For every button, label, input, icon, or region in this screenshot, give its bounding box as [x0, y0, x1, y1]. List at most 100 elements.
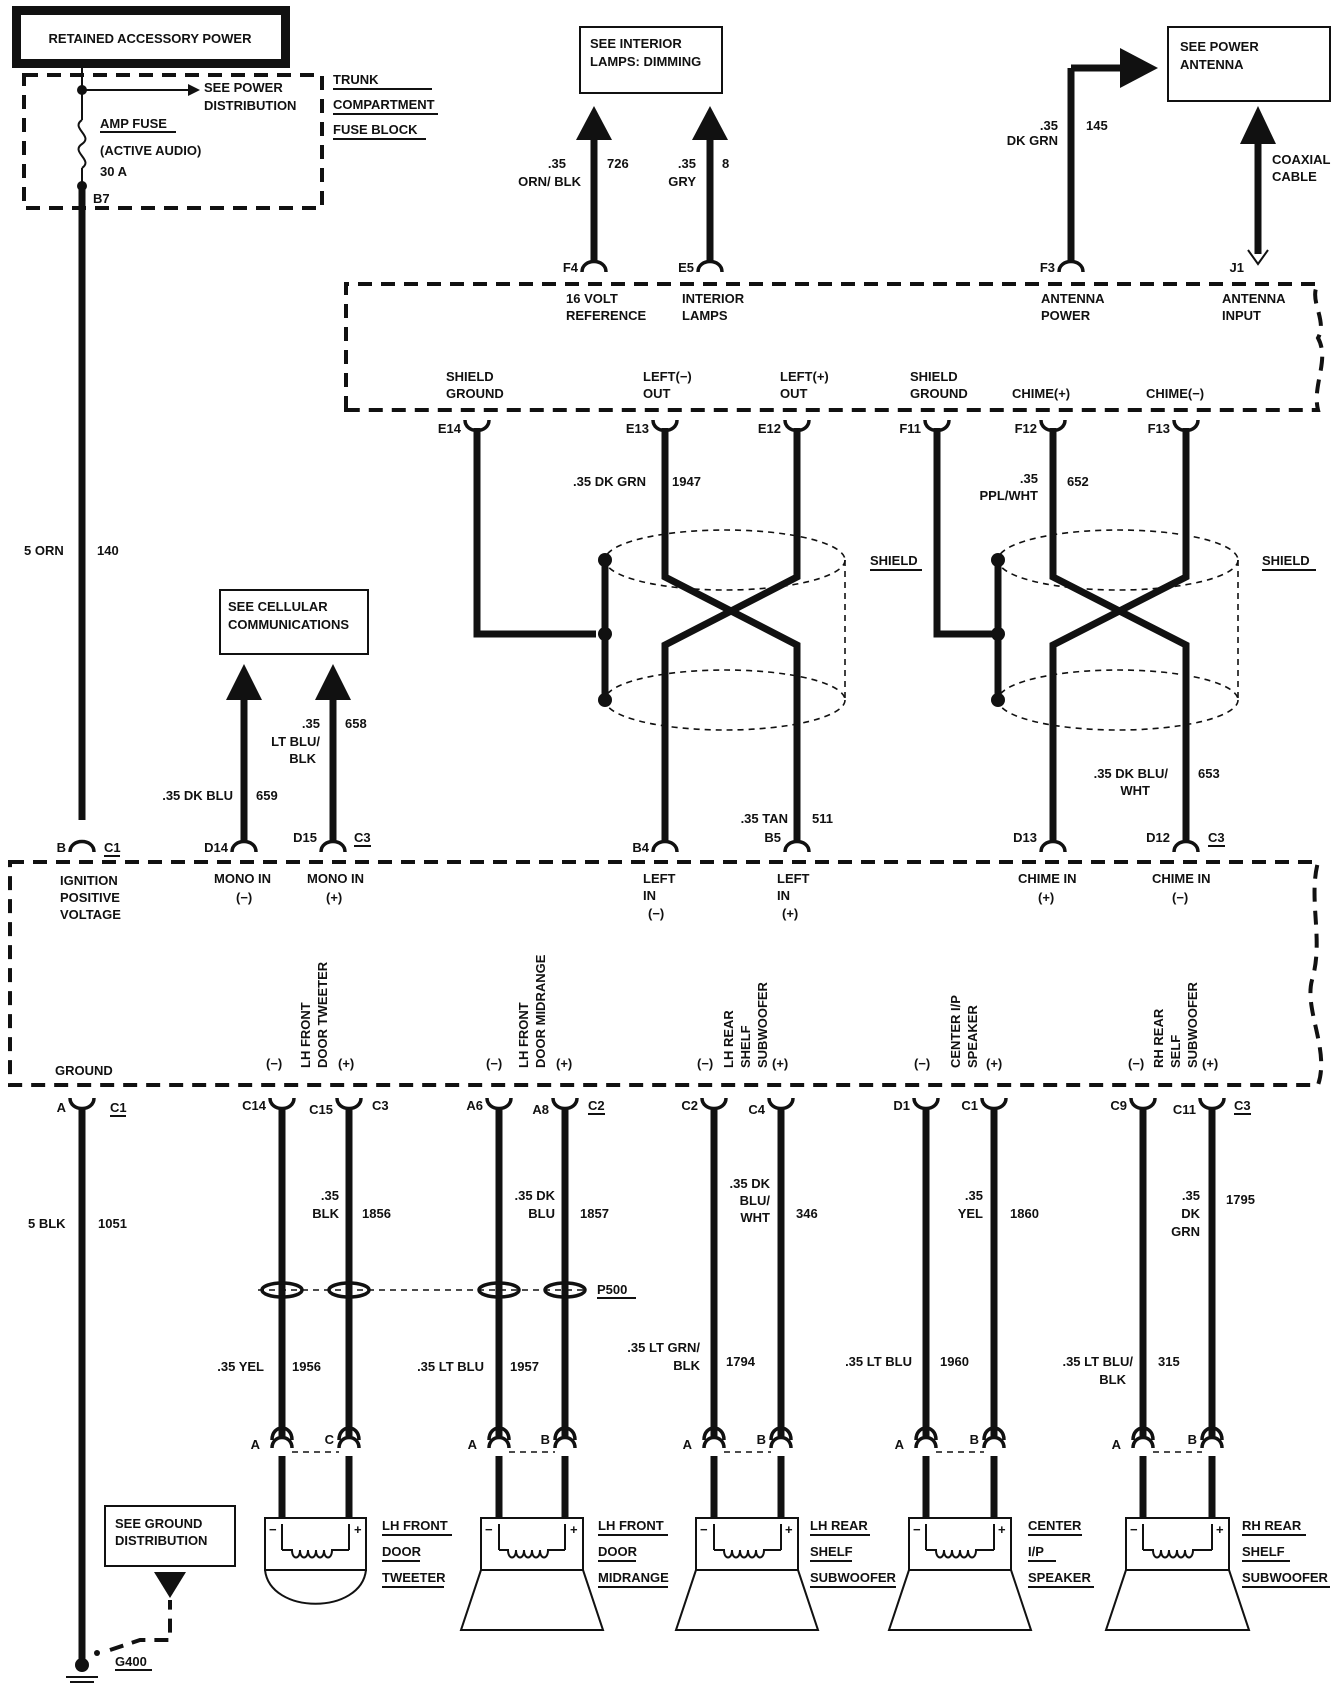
- pin: C2: [681, 1098, 698, 1113]
- plug-icon: [1200, 1426, 1224, 1449]
- plug-pin: A: [251, 1437, 261, 1452]
- label-chime-in-plus-2: (+): [1038, 890, 1054, 905]
- lower-label-2: BLK: [673, 1358, 700, 1373]
- terminal: [767, 1097, 795, 1111]
- speaker-body: [480, 1517, 584, 1571]
- wire-653-label-2: WHT: [1120, 783, 1150, 798]
- lower-circuit: 1957: [510, 1359, 539, 1374]
- pin: A6: [466, 1098, 483, 1113]
- label-16v-1: 16 VOLT: [566, 291, 618, 306]
- speaker-lh-front-tweeter: LH FRONT DOOR TWEETER (−) (+) C14 C15 C3…: [217, 961, 452, 1605]
- wire-653-circuit: 653: [1198, 766, 1220, 781]
- wire-658-color-1: LT BLU/: [271, 734, 320, 749]
- coil-icon: [925, 1524, 995, 1559]
- spk-minus: −: [700, 1522, 708, 1537]
- ground-circuit: 1051: [98, 1216, 127, 1231]
- wire-145-color: DK GRN: [1007, 133, 1058, 148]
- label-chime-plus: CHIME(+): [1012, 386, 1070, 401]
- label-antin-2: INPUT: [1222, 308, 1261, 323]
- label-mono-minus-2: (−): [236, 890, 252, 905]
- plug-icon: [702, 1426, 726, 1449]
- pin: C4: [748, 1102, 765, 1117]
- speaker-body: [1125, 1517, 1230, 1571]
- speaker-cone-icon: [1104, 1569, 1251, 1631]
- name-1: LH FRONT: [382, 1518, 448, 1533]
- wire-8-color: GRY: [668, 174, 696, 189]
- upper-circuit: 1795: [1226, 1192, 1255, 1207]
- pin: D1: [893, 1098, 910, 1113]
- fuse-label-2: (ACTIVE AUDIO): [100, 143, 201, 158]
- vlabel: LH FRONT: [298, 1002, 313, 1068]
- name-3: SUBWOOFER: [810, 1570, 897, 1585]
- conn-c3-chime: C3: [1208, 830, 1225, 845]
- lower-label: .35 LT BLU/: [1062, 1354, 1133, 1369]
- name-1: CENTER: [1028, 1518, 1082, 1533]
- lower-circuit: 315: [1158, 1354, 1180, 1369]
- label-antpwr-2: POWER: [1041, 308, 1091, 323]
- terminal-ground: [68, 1097, 96, 1111]
- label-lamps-1: INTERIOR: [682, 291, 745, 306]
- conn-c1-top: C1: [104, 840, 121, 855]
- speaker-body: [264, 1517, 367, 1571]
- fuse-block-name-3: FUSE BLOCK: [333, 122, 418, 137]
- label-ign-2: POSITIVE: [60, 890, 120, 905]
- fuse-block-outline: [22, 73, 324, 210]
- label-chime-in-plus-1: CHIME IN: [1018, 871, 1077, 886]
- label-ign-3: VOLTAGE: [60, 907, 121, 922]
- label-shield-gnd-1a: SHIELD: [446, 369, 494, 384]
- terminal: [912, 1097, 940, 1111]
- cellular-ref-1: SEE CELLULAR: [228, 599, 328, 614]
- pin: C11: [1173, 1102, 1196, 1117]
- power-antenna-ref-2: ANTENNA: [1180, 57, 1244, 72]
- arrow-up-icon: [226, 664, 262, 700]
- spk-plus: +: [354, 1522, 362, 1537]
- name-2: SHELF: [1242, 1544, 1285, 1559]
- terminal: [551, 1097, 579, 1111]
- wire-652-color: PPL/WHT: [980, 488, 1039, 503]
- arrow-up-icon: [692, 106, 728, 140]
- conn: C2: [588, 1098, 605, 1113]
- lower-label: .35 LT BLU: [417, 1359, 484, 1374]
- arrow-up-icon: [1240, 106, 1276, 144]
- wire-726-color: ORN/ BLK: [518, 174, 581, 189]
- shield-cylinder-bottom: [604, 669, 846, 731]
- radio-lower-outline: [8, 860, 1324, 1087]
- pin-f4: F4: [563, 260, 579, 275]
- plug-icon: [270, 1426, 294, 1449]
- see-power-dist-1: SEE POWER: [204, 80, 283, 95]
- arrow-up-icon: [576, 106, 612, 140]
- coil-icon: [713, 1524, 782, 1559]
- plus: (+): [986, 1056, 1002, 1071]
- pin-d12: D12: [1146, 830, 1170, 845]
- conn: C3: [1234, 1098, 1251, 1113]
- terminal-d13: [1039, 839, 1067, 853]
- upper-color: YEL: [958, 1206, 983, 1221]
- plug-pin: B: [1188, 1432, 1197, 1447]
- wire-145-circuit: 145: [1086, 118, 1108, 133]
- vlabel: SUBWOOFER: [755, 981, 770, 1068]
- ground-conn: C1: [110, 1100, 127, 1115]
- shield-dot: [991, 693, 1005, 707]
- power-antenna-ref-box: [1167, 26, 1331, 102]
- speaker-body: [695, 1517, 799, 1571]
- wire-652-gauge: .35: [1020, 471, 1038, 486]
- shield-label-2: SHIELD: [1262, 553, 1310, 568]
- pin: A8: [532, 1102, 549, 1117]
- upper-circuit: 346: [796, 1206, 818, 1221]
- vlabel: SPEAKER: [965, 1005, 980, 1068]
- upper-color-2: GRN: [1171, 1224, 1200, 1239]
- fuse-block-name-1: TRUNK: [333, 72, 379, 87]
- twisted-wire-d: [1049, 428, 1190, 840]
- shield-cylinder-bottom: [997, 669, 1239, 731]
- coax-arrow-down-icon: [1247, 249, 1269, 266]
- pin-b4: B4: [632, 840, 649, 855]
- upper-gauge: .35 DK: [515, 1188, 556, 1203]
- minus: (−): [266, 1056, 282, 1071]
- upper-gauge: .35 DK: [730, 1176, 771, 1191]
- ground-pin: A: [57, 1100, 67, 1115]
- coil-icon: [281, 1524, 350, 1559]
- speaker-lh-front-midrange: LH FRONT DOOR MIDRANGE (−) (+) A6 A8 C2 …: [417, 954, 669, 1631]
- upper-gauge: .35: [1182, 1188, 1200, 1203]
- lower-label: .35 LT GRN/: [627, 1340, 700, 1355]
- spk-plus: +: [785, 1522, 793, 1537]
